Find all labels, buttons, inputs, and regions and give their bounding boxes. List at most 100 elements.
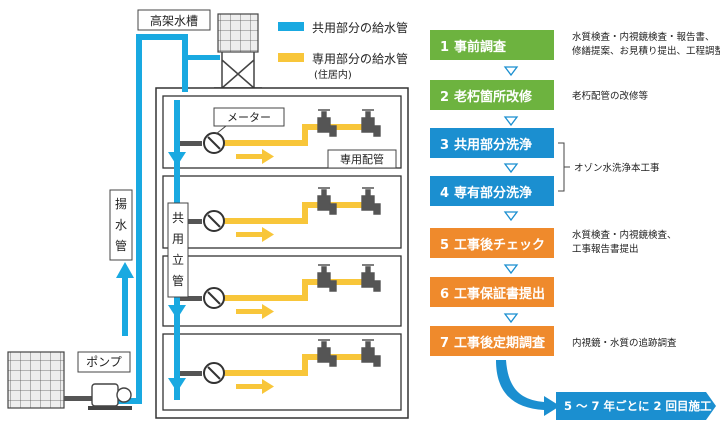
pump-pipe-char-1: 揚 bbox=[115, 197, 127, 211]
legend-common-swatch bbox=[278, 22, 304, 31]
down-arrow-icon bbox=[503, 116, 519, 127]
step-2: 2 老朽箇所改修 老朽配管の改修等 bbox=[430, 80, 649, 110]
meter-label: メーター bbox=[227, 111, 271, 124]
private-pipe bbox=[224, 140, 308, 146]
faucet-icon bbox=[317, 109, 337, 137]
down-arrow-icon bbox=[503, 66, 519, 77]
step-number: 1 bbox=[440, 40, 449, 55]
riser-callout: 共 用 立 管 bbox=[167, 202, 189, 298]
step-label: 工事保証書提出 bbox=[454, 286, 545, 302]
final-label: 5 ～ 7 年ごとに 2 回目施工 bbox=[564, 399, 712, 413]
legend: 共用部分の給水管 専用部分の給水管 (住居内) bbox=[278, 20, 408, 81]
meter-label-box bbox=[213, 107, 285, 127]
step-label: 専有部分洗浄 bbox=[454, 185, 532, 201]
private-pipe-callout: 専用配管 bbox=[327, 149, 397, 169]
elevated-tank-label: 高架水槽 bbox=[150, 13, 198, 28]
legend-private-swatch bbox=[278, 53, 304, 62]
riser-arrow-1-shaft bbox=[174, 110, 180, 154]
pump-label: ポンプ bbox=[86, 355, 122, 369]
step-4: 4 専有部分洗浄 bbox=[430, 176, 554, 206]
floor-fixtures-1 bbox=[180, 109, 381, 164]
tank-connection-pipe bbox=[182, 55, 220, 60]
step-1: 1 事前調査 水質検査・内視鏡検査・報告書、 修繕提案、お見積り提出、工程調整 bbox=[430, 30, 720, 60]
faucet-icon bbox=[361, 264, 381, 292]
step-box bbox=[430, 30, 554, 60]
bracket: オゾン水洗浄本工事 bbox=[558, 142, 660, 192]
private-flow-arrow-icon bbox=[262, 379, 274, 394]
down-arrow-icon bbox=[503, 313, 519, 324]
pump-pipe-arrow-shaft bbox=[122, 276, 128, 336]
riser-arrow-3-icon bbox=[168, 305, 186, 319]
legend-common-label: 共用部分の給水管 bbox=[312, 20, 408, 35]
private-pipe-riser bbox=[302, 354, 308, 376]
private-flow-arrow-shaft bbox=[236, 154, 262, 159]
step-label: 工事後チェック bbox=[454, 237, 545, 253]
private-pipe-top bbox=[302, 202, 372, 208]
private-flow-arrow-icon bbox=[262, 227, 274, 242]
floor-2 bbox=[162, 175, 402, 249]
elevated-tank-stand bbox=[214, 52, 262, 89]
pump-label-box bbox=[77, 351, 131, 373]
curved-arrow bbox=[496, 360, 560, 416]
private-pipe-riser bbox=[302, 202, 308, 224]
step-box bbox=[430, 80, 554, 110]
floor-fixtures-2 bbox=[180, 187, 381, 242]
meter-box-inlet bbox=[180, 296, 202, 301]
private-pipe bbox=[224, 370, 308, 376]
private-pipe bbox=[224, 218, 308, 224]
pump-motor-icon bbox=[116, 387, 132, 403]
riser-char-2: 用 bbox=[172, 232, 184, 246]
private-pipe-label: 専用配管 bbox=[340, 152, 384, 166]
step-note-line: 修繕提案、お見積り提出、工程調整 bbox=[572, 45, 720, 57]
pump: ポンプ bbox=[77, 351, 132, 410]
step-note-line: 老朽配管の改修等 bbox=[572, 90, 649, 102]
meter-box-inlet bbox=[180, 141, 202, 146]
elevated-tank-body bbox=[217, 13, 259, 53]
final-arrow-box bbox=[556, 392, 716, 420]
ground-tank-pipe bbox=[64, 396, 94, 401]
step-box bbox=[430, 277, 554, 307]
pump-pipe-char-3: 管 bbox=[115, 238, 127, 253]
step-number: 3 bbox=[440, 138, 449, 153]
pump-pipe-label-box bbox=[109, 189, 133, 261]
elevated-tank: 高架水槽 bbox=[137, 9, 262, 89]
step-number: 6 bbox=[440, 287, 449, 302]
pump-pipe-callout: 揚 水 管 bbox=[109, 189, 133, 261]
roof-pipe-drop bbox=[182, 34, 188, 92]
pump-body bbox=[91, 383, 119, 407]
faucet-icon bbox=[361, 339, 381, 367]
step-5: 5 工事後チェック 水質検査・内視鏡検査、 工事報告書提出 bbox=[430, 228, 677, 258]
meter-callout: メーター bbox=[213, 107, 285, 135]
step-note-line: 内視鏡・水質の追跡調査 bbox=[572, 337, 677, 349]
faucet-icon bbox=[317, 187, 337, 215]
down-arrow-icon bbox=[503, 211, 519, 222]
legend-private-label: 専用部分の給水管 bbox=[312, 51, 408, 66]
riser-char-4: 管 bbox=[172, 273, 184, 288]
faucet-icon bbox=[317, 264, 337, 292]
roof-pipe-horizontal bbox=[136, 34, 188, 40]
faucet-icon bbox=[317, 339, 337, 367]
step-number: 7 bbox=[440, 336, 449, 351]
private-flow-arrow-shaft bbox=[236, 384, 262, 389]
step-box bbox=[430, 176, 554, 206]
ground-tank-body bbox=[7, 351, 65, 409]
faucet-icon bbox=[361, 187, 381, 215]
step-label: 工事後定期調査 bbox=[454, 335, 546, 351]
step-3: 3 共用部分洗浄 bbox=[430, 128, 554, 158]
private-flow-arrow-shaft bbox=[236, 232, 262, 237]
faucet-icon bbox=[361, 109, 381, 137]
step-label: 老朽箇所改修 bbox=[453, 89, 533, 105]
ground-tank bbox=[7, 351, 94, 409]
private-pipe-top bbox=[302, 354, 372, 360]
step-note-line: 工事報告書提出 bbox=[572, 243, 639, 255]
private-flow-arrow-icon bbox=[262, 149, 274, 164]
step-box bbox=[430, 128, 554, 158]
meter-box-inlet bbox=[180, 219, 202, 224]
step-number: 2 bbox=[440, 90, 449, 105]
private-pipe-riser bbox=[302, 279, 308, 301]
pump-pipe-arrow-icon bbox=[116, 262, 134, 278]
pump-pipe-char-2: 水 bbox=[115, 218, 127, 232]
step-label: 事前調査 bbox=[454, 39, 507, 55]
